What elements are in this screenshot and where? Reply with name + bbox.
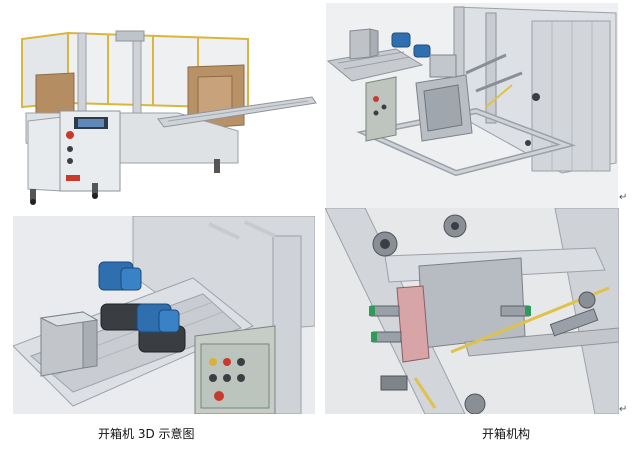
caption-3d-diagram: 开箱机 3D 示意图 xyxy=(98,427,195,441)
case-erector-3d-motors xyxy=(13,216,315,414)
case-erector-photo xyxy=(8,3,322,208)
case-erector-opening-mechanism xyxy=(325,208,619,414)
case-erector-3d-motors-drawing xyxy=(13,216,315,414)
caption-opening-mechanism: 开箱机构 xyxy=(482,427,531,441)
case-erector-opening-mechanism-drawing xyxy=(325,208,619,414)
case-erector-3d-overview-drawing xyxy=(326,3,618,208)
case-erector-photo-drawing xyxy=(8,3,322,208)
paragraph-mark: ↵ xyxy=(619,404,628,415)
paragraph-mark: ↵ xyxy=(619,192,628,203)
case-erector-3d-overview xyxy=(326,3,618,208)
